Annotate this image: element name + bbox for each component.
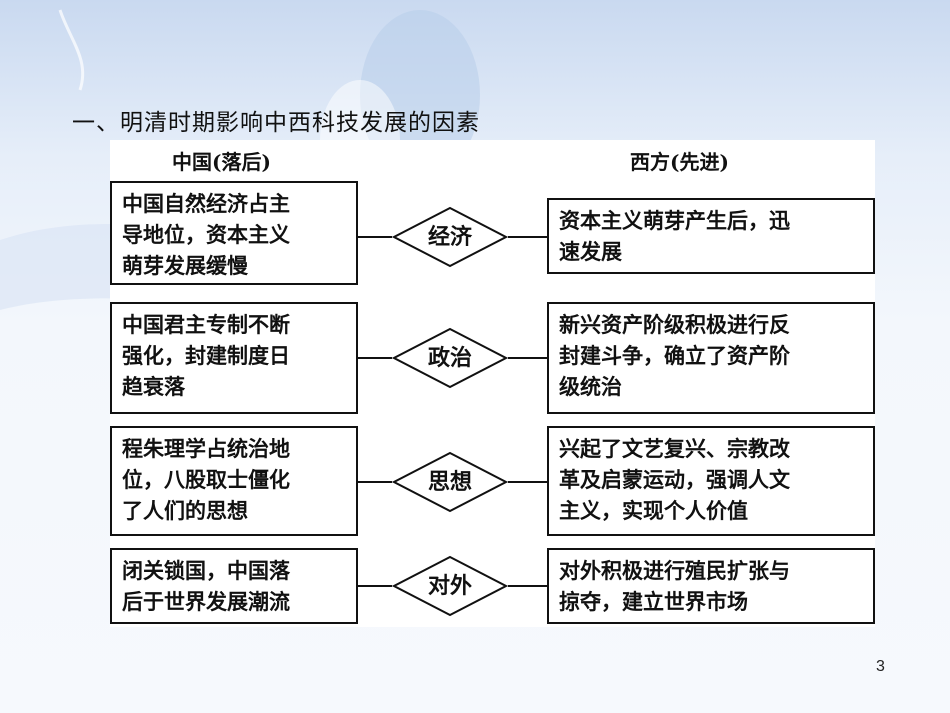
- china-politics-box: 中国君主专制不断 强化，封建制度日 趋衰落: [110, 302, 358, 414]
- box-line: 位，八股取士僵化: [122, 467, 290, 492]
- box-line: 速发展: [559, 239, 622, 264]
- box-line: 后于世界发展潮流: [122, 589, 290, 614]
- box-line: 对外积极进行殖民扩张与: [559, 558, 790, 583]
- slide-title: 一、明清时期影响中西科技发展的因素: [72, 110, 480, 136]
- box-line: 导地位，资本主义: [122, 222, 290, 247]
- china-thought-box: 程朱理学占统治地 位，八股取士僵化 了人们的思想: [110, 426, 358, 536]
- box-line: 萌芽发展缓慢: [122, 253, 248, 278]
- connector-line: [508, 357, 547, 359]
- box-line: 级统治: [559, 374, 622, 399]
- box-line: 主义，实现个人价值: [559, 498, 748, 523]
- china-economy-box: 中国自然经济占主 导地位，资本主义 萌芽发展缓慢: [110, 181, 358, 285]
- connector-line: [508, 236, 547, 238]
- factor-diamond-foreign: 对外: [392, 555, 508, 617]
- box-line: 强化，封建制度日: [122, 343, 290, 368]
- box-line: 封建斗争，确立了资产阶: [559, 343, 790, 368]
- box-line: 中国君主专制不断: [122, 312, 290, 337]
- china-column-header: 中国(落后): [172, 150, 271, 174]
- factor-diamond-thought: 思想: [392, 451, 508, 513]
- west-thought-box: 兴起了文艺复兴、宗教改 革及启蒙运动，强调人文 主义，实现个人价值: [547, 426, 875, 536]
- connector-line: [508, 481, 547, 483]
- box-line: 新兴资产阶级积极进行反: [559, 312, 790, 337]
- connector-line: [358, 357, 392, 359]
- page-number: 3: [876, 658, 885, 675]
- west-foreign-box: 对外积极进行殖民扩张与 掠夺，建立世界市场: [547, 548, 875, 624]
- west-column-header: 西方(先进): [630, 150, 729, 174]
- factor-diamond-politics: 政治: [392, 327, 508, 389]
- factor-label: 经济: [427, 224, 472, 250]
- west-politics-box: 新兴资产阶级积极进行反 封建斗争，确立了资产阶 级统治: [547, 302, 875, 414]
- connector-line: [358, 236, 392, 238]
- factor-label: 对外: [427, 573, 472, 599]
- box-line: 了人们的思想: [122, 498, 248, 523]
- factor-label: 思想: [427, 469, 472, 495]
- connector-line: [508, 585, 547, 587]
- box-line: 趋衰落: [122, 374, 185, 399]
- box-line: 程朱理学占统治地: [122, 436, 290, 461]
- connector-line: [358, 585, 392, 587]
- comparison-diagram: 中国(落后) 西方(先进) 中国自然经济占主 导地位，资本主义 萌芽发展缓慢 经…: [110, 140, 875, 627]
- factor-label: 政治: [427, 345, 472, 371]
- box-line: 革及启蒙运动，强调人文: [559, 467, 790, 492]
- west-economy-box: 资本主义萌芽产生后，迅 速发展: [547, 198, 875, 274]
- connector-line: [358, 481, 392, 483]
- box-line: 掠夺，建立世界市场: [559, 589, 748, 614]
- china-foreign-box: 闭关锁国，中国落 后于世界发展潮流: [110, 548, 358, 624]
- factor-diamond-economy: 经济: [392, 206, 508, 268]
- box-line: 中国自然经济占主: [122, 191, 290, 216]
- box-line: 资本主义萌芽产生后，迅: [559, 208, 790, 233]
- box-line: 兴起了文艺复兴、宗教改: [559, 436, 790, 461]
- box-line: 闭关锁国，中国落: [122, 558, 290, 583]
